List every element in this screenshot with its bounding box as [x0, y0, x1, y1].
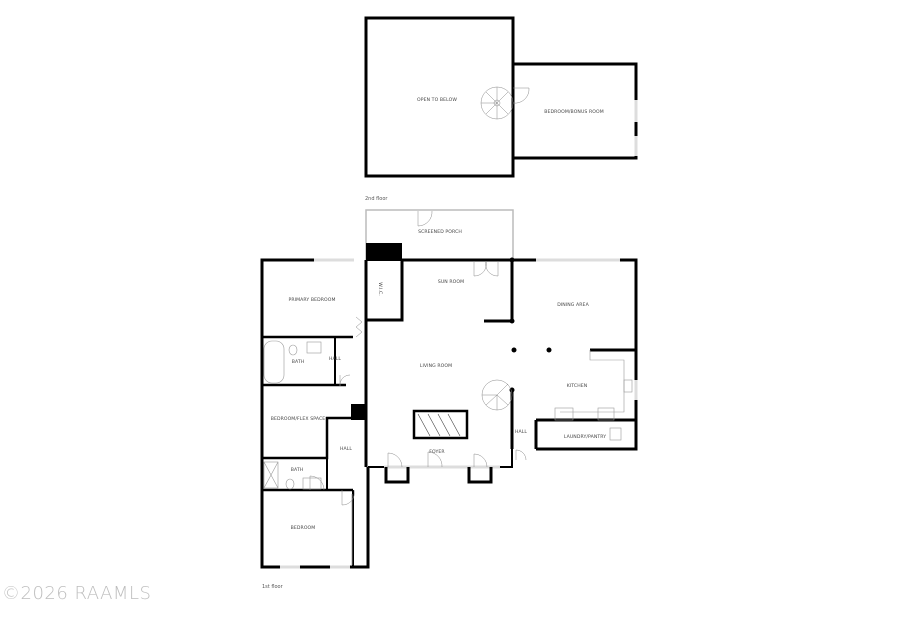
exterior-walls [260, 258, 638, 569]
room-label: FOYER [429, 449, 445, 455]
open-to-below-walls [364, 16, 515, 178]
spiral-stair-icon [480, 86, 530, 120]
room-label: BEDROOM/BONUS ROOM [544, 109, 604, 115]
spiral-stair-icon [481, 379, 513, 411]
room-label: LIVING ROOM [420, 363, 452, 369]
room-label: DINING AREA [557, 302, 589, 308]
room-label: BEDROOM [291, 525, 316, 531]
room-label: PRIMARY BEDROOM [288, 297, 335, 303]
floor-label: 2nd floor [365, 196, 388, 202]
room-label: OPEN TO BELOW [417, 97, 457, 103]
room-label: BATH [292, 359, 305, 365]
kitchen-counters [554, 350, 633, 441]
room-label: KITCHEN [567, 383, 588, 389]
foyer-bumpouts [384, 467, 493, 484]
bath-fixtures [263, 340, 322, 490]
room-label: HALL [329, 356, 341, 362]
room-label: BEDROOM/FLEX SPACE [271, 416, 326, 422]
watermark: ©2026 RAAMLS [2, 583, 152, 604]
floor-label: 1st floor [262, 584, 284, 590]
fireplace-icon [412, 409, 469, 440]
first-floor: SCREENED PORCH SUN ROOM W.I.C. PRIMARY B… [260, 209, 638, 590]
columns [509, 257, 552, 393]
second-floor: OPEN TO BELOW BEDROOM/BONUS ROOM 2nd flo… [364, 16, 638, 202]
wall-column [351, 404, 366, 420]
room-label: W.I.C. [377, 282, 383, 296]
room-label: SUN ROOM [438, 279, 464, 285]
door-icon [417, 210, 433, 227]
room-label: LAUNDRY/PANTRY [564, 434, 606, 440]
room-label: BATH [291, 467, 304, 473]
room-label: HALL [340, 446, 352, 452]
room-label: SCREENED PORCH [418, 229, 462, 235]
room-label: HALL [515, 429, 527, 435]
doors [309, 260, 527, 506]
chimney [366, 243, 402, 261]
